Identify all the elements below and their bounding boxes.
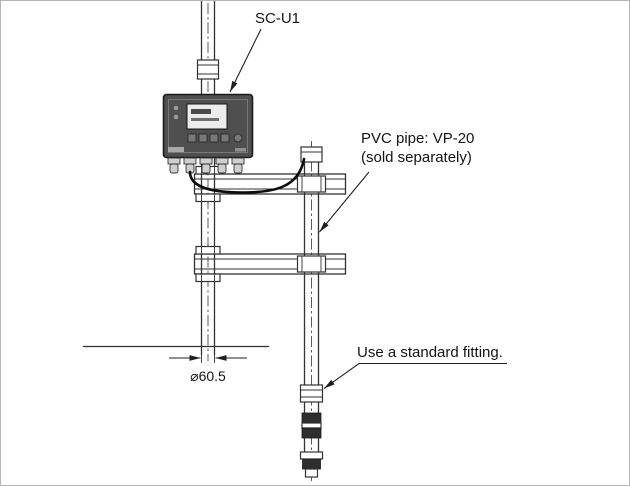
gland-body (217, 163, 227, 174)
pole-clamp-bottom (195, 273, 221, 283)
bottom-fitting (302, 458, 321, 470)
pipe-coupling (299, 384, 324, 403)
leader-device (229, 28, 262, 93)
leader-pipe (319, 171, 370, 233)
screen-text (191, 118, 219, 121)
leader-fitting (323, 362, 507, 389)
pipe-clamp (296, 255, 327, 273)
pipe-label-line1: PVC pipe: VP-20 (361, 130, 474, 147)
leader-lines (229, 28, 507, 389)
device-screen (186, 103, 228, 130)
bottom-stub (304, 468, 319, 478)
gland-nut (199, 157, 213, 165)
device-button (198, 133, 208, 143)
screen-reading (191, 109, 211, 114)
fitting-label: Use a standard fitting. (357, 344, 503, 361)
mounting-bracket-upper (193, 165, 347, 203)
brand-logo (168, 147, 184, 152)
gland-nut (183, 157, 197, 165)
gland-body (169, 163, 179, 174)
gland-nut (231, 157, 245, 165)
gland-nut (215, 157, 229, 165)
diameter-dimension: ⌀60.5 (169, 349, 247, 384)
bracket-channel (193, 173, 347, 195)
bottom-flange (299, 451, 324, 460)
device-bezel (168, 99, 248, 153)
pipe-clamp (296, 175, 327, 193)
cable-glands (167, 157, 245, 174)
gland-body (201, 163, 211, 174)
indicator-led (173, 114, 179, 120)
device-button (220, 133, 230, 143)
pvc-pipe (299, 141, 324, 481)
indicator-led (173, 105, 179, 111)
device-button (209, 133, 219, 143)
device-label: SC-U1 (255, 10, 300, 27)
diameter-label: ⌀60.5 (190, 368, 226, 384)
pipe-label-line2: (sold separately) (361, 149, 472, 166)
model-mark (235, 148, 246, 152)
fitting-band-top (301, 412, 322, 424)
gland-body (233, 163, 243, 174)
device-knob (233, 133, 243, 143)
pipe-top-cap (300, 146, 323, 163)
fitting-ring (301, 422, 322, 429)
pole-clamp-bottom (195, 193, 221, 203)
device-button (187, 133, 197, 143)
pole-coupling (196, 59, 220, 80)
fitting-band-bottom (301, 427, 322, 439)
controller-device (162, 93, 254, 174)
gland-nut (167, 157, 181, 165)
mounting-pole (196, 1, 220, 361)
mounting-bracket-lower (193, 245, 347, 283)
pole-clamp-top (195, 245, 221, 255)
sensor-cable (188, 157, 306, 194)
bracket-channel (193, 253, 347, 275)
